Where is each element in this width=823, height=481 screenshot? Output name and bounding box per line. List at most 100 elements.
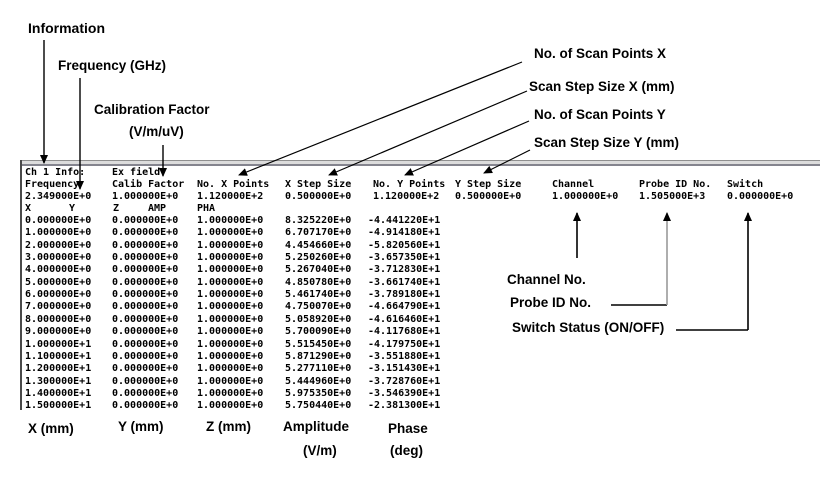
file-dump-cell: 6.000000E+0	[25, 289, 92, 300]
file-dump-cell: 0.500000E+0	[285, 191, 352, 202]
file-dump-cell: 4.750070E+0	[285, 301, 352, 312]
file-dump-cell: -3.546390E+1	[368, 388, 441, 399]
probe-id-label: Probe ID No.	[510, 295, 592, 310]
file-dump-cell: 5.750440E+0	[285, 400, 352, 410]
file-dump-cell: 1.120000E+2	[197, 191, 264, 202]
amplitude-column-label: Amplitude	[283, 419, 349, 434]
file-dump-cell: 0.000000E+0	[112, 351, 179, 362]
information-label: Information	[28, 20, 105, 36]
file-dump-cell: Calib Factor	[112, 179, 185, 190]
file-dump-cell: 0.000000E+0	[25, 215, 92, 226]
file-dump-cell: 0.000000E+0	[112, 314, 179, 325]
file-dump-cell: 1.200000E+1	[25, 363, 92, 374]
file-dump-cell: 5.461740E+0	[285, 289, 352, 300]
file-dump-cell: 0.500000E+0	[455, 191, 522, 202]
file-dump-cell: 0.000000E+0	[112, 363, 179, 374]
file-dump-cell: 0.000000E+0	[112, 215, 179, 226]
file-dump-cell: 5.515450E+0	[285, 339, 352, 350]
file-dump-cell: 2.000000E+0	[25, 240, 92, 251]
file-dump-cell: -4.616460E+1	[368, 314, 441, 325]
file-dump-cell: 1.000000E+0	[197, 252, 264, 263]
file-dump-cell: 4.454660E+0	[285, 240, 352, 251]
file-dump-cell: No. Y Points	[373, 179, 446, 190]
file-dump-cell: 1.000000E+0	[197, 215, 264, 226]
y-column-label: Y (mm)	[118, 419, 164, 434]
file-dump-cell: 5.975350E+0	[285, 388, 352, 399]
file-dump-cell: 5.267040E+0	[285, 264, 352, 275]
scan-points-x-label: No. of Scan Points X	[534, 46, 667, 61]
scan-step-y-label: Scan Step Size Y (mm)	[534, 135, 680, 150]
file-dump-cell: 0.000000E+0	[112, 339, 179, 350]
file-dump-cell: 0.000000E+0	[112, 227, 179, 238]
file-dump-cell: 5.250260E+0	[285, 252, 352, 263]
file-dump-cell: -3.657350E+1	[368, 252, 441, 263]
file-dump-cell: 1.000000E+0	[197, 227, 264, 238]
file-dump-cell: X	[25, 203, 32, 214]
z-column-label: Z (mm)	[206, 419, 251, 434]
file-dump-cell: 0.000000E+0	[727, 191, 794, 202]
file-dump-cell: -4.664790E+1	[368, 301, 441, 312]
file-dump-cell: 1.000000E+0	[197, 264, 264, 275]
switch-status-label: Switch Status (ON/OFF)	[512, 320, 665, 335]
amplitude-column-units: (V/m)	[303, 443, 337, 458]
file-dump-cell: 8.000000E+0	[25, 314, 92, 325]
scan-step-x-label: Scan Step Size X (mm)	[529, 79, 675, 94]
file-dump-cell: -4.179750E+1	[368, 339, 441, 350]
calibration-factor-label: Calibration Factor	[94, 102, 210, 117]
file-dump-cell: 0.000000E+0	[112, 277, 179, 288]
file-dump-cell: 1.500000E+1	[25, 400, 92, 410]
file-dump-cell: Y	[69, 203, 76, 214]
file-dump-cell: 4.000000E+0	[25, 264, 92, 275]
phase-column-label: Phase	[388, 421, 428, 436]
file-dump-cell: -3.551880E+1	[368, 351, 441, 362]
channel-no-label: Channel No.	[507, 272, 586, 287]
file-dump-cell: -5.820560E+1	[368, 240, 441, 251]
file-dump-cell: 6.707170E+0	[285, 227, 352, 238]
file-dump-cell: Ch 1 Info:	[25, 167, 86, 178]
file-dump-cell: -3.151430E+1	[368, 363, 441, 374]
file-dump-cell: 1.000000E+1	[25, 339, 92, 350]
file-dump-cell: 1.000000E+0	[197, 388, 264, 399]
file-dump-cell: 5.277110E+0	[285, 363, 352, 374]
file-dump-cell: 1.300000E+1	[25, 376, 92, 387]
file-dump-cell: 0.000000E+0	[112, 264, 179, 275]
file-dump-cell: 1.400000E+1	[25, 388, 92, 399]
scan-points-x-arrow	[238, 61, 523, 176]
file-dump-cell: 4.850780E+0	[285, 277, 352, 288]
file-dump-cell: Ex field	[112, 167, 161, 178]
file-dump-cell: PHA	[197, 203, 216, 214]
file-dump-cell: 0.000000E+0	[112, 376, 179, 387]
file-dump-cell: 1.000000E+0	[197, 301, 264, 312]
x-column-label: X (mm)	[28, 421, 74, 436]
file-dump-cell: 5.000000E+0	[25, 277, 92, 288]
window-left-border	[20, 160, 22, 410]
file-dump-cell: 2.349000E+0	[25, 191, 92, 202]
file-dump-cell: Probe ID No.	[639, 179, 712, 190]
file-dump-cell: 1.000000E+0	[197, 400, 264, 410]
file-dump-cell: 0.000000E+0	[112, 326, 179, 337]
file-dump-cell: 1.000000E+0	[197, 277, 264, 288]
file-dump-cell: 1.120000E+2	[373, 191, 440, 202]
scan-points-y-label: No. of Scan Points Y	[534, 107, 666, 122]
file-dump-cell: 1.000000E+0	[197, 289, 264, 300]
file-dump-cell: 0.000000E+0	[112, 388, 179, 399]
file-dump-cell: 1.000000E+0	[25, 227, 92, 238]
phase-column-units: (deg)	[390, 443, 423, 458]
file-dump-cell: 1.000000E+0	[197, 376, 264, 387]
file-dump-cell: 0.000000E+0	[112, 301, 179, 312]
file-dump-cell: -3.789180E+1	[368, 289, 441, 300]
file-dump-cell: No. X Points	[197, 179, 270, 190]
file-dump-cell: 8.325220E+0	[285, 215, 352, 226]
file-dump-cell: -3.712830E+1	[368, 264, 441, 275]
file-dump-cell: 3.000000E+0	[25, 252, 92, 263]
file-dump-cell: 5.700090E+0	[285, 326, 352, 337]
file-dump-cell: -3.661740E+1	[368, 277, 441, 288]
file-dump-cell: 1.505000E+3	[639, 191, 706, 202]
file-dump-cell: Frequency	[25, 179, 80, 190]
file-dump-cell: Z	[113, 203, 120, 214]
calibration-factor-units: (V/m/uV)	[129, 124, 184, 139]
file-dump-cell: 0.000000E+0	[112, 289, 179, 300]
file-dump-cell: 0.000000E+0	[112, 400, 179, 410]
file-dump-cell: -4.914180E+1	[368, 227, 441, 238]
